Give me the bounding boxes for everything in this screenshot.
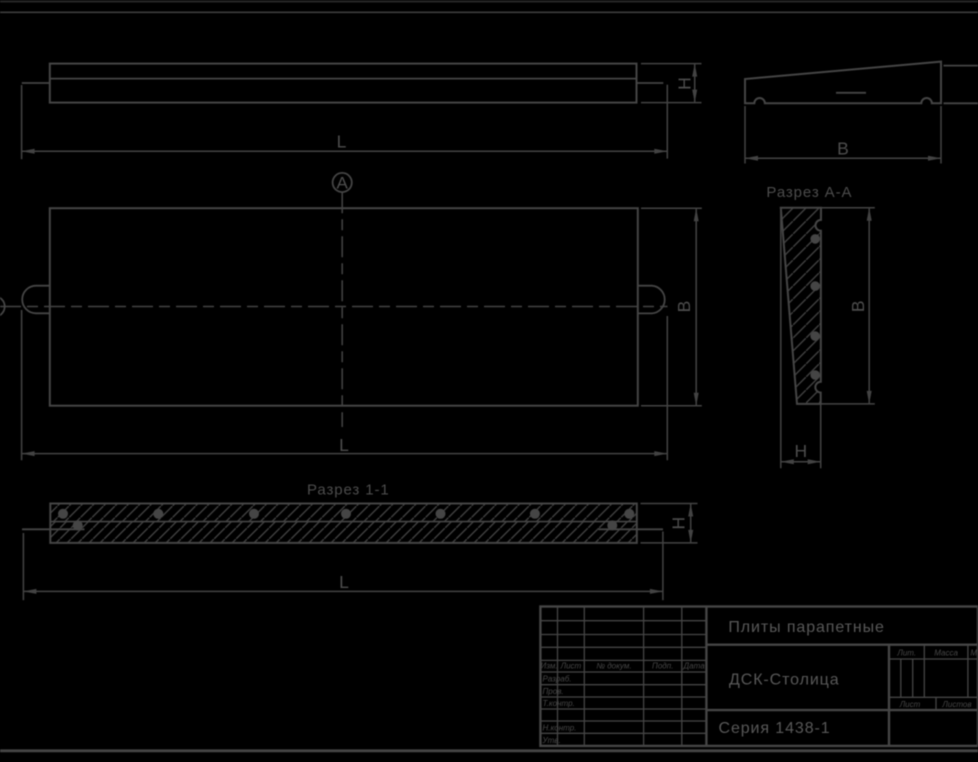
rebar-dots-row (58, 508, 635, 519)
row-razrab: Разраб. (543, 674, 572, 683)
sheets-label: Листов (941, 700, 971, 709)
col-data: Дата (683, 662, 706, 671)
plan-view: А B L (0, 171, 702, 461)
company-name: ДСК-Столица (729, 672, 840, 689)
row-nkontr: Н.контр. (543, 724, 577, 733)
end-view-dim-b: B (744, 106, 942, 164)
section-1-1-dim-l: L (22, 531, 664, 601)
mass-label: Масса (934, 648, 958, 657)
side-view: H L (20, 62, 702, 160)
title-block: Изм. Лист № докум. Подп. Дата Разраб. Пр… (539, 605, 978, 748)
dim-label-h: H (668, 517, 688, 530)
loop-anchor-dot-right (607, 520, 618, 531)
dim-label-b: B (674, 301, 694, 313)
section-1-1-dim-h: H (640, 502, 698, 544)
document-series: Серия 1438-1 (719, 720, 831, 737)
sheet-label: Лист (899, 700, 921, 709)
section-marker-circle (331, 171, 353, 193)
col-podp: Подп. (652, 662, 673, 671)
section-a-a-dim-b: B (820, 207, 875, 405)
rebar-dot (810, 331, 820, 341)
scale-label: Масштаб (970, 648, 978, 657)
col-ndokum: № докум. (596, 662, 631, 671)
title-block-row-labels: Разраб. Пров. Т.контр. Н.контр. Утв. (542, 674, 577, 745)
section-a-a-view: Разрез А-А B H (766, 184, 875, 469)
dim-label-h: H (675, 77, 695, 90)
rebar-dot (810, 370, 820, 380)
lifting-loop-left (21, 284, 50, 315)
lit-label: Лит. (896, 648, 916, 657)
dim-label-b: B (848, 300, 868, 312)
loop-anchor-dot-left (72, 520, 83, 531)
dim-label-b: B (837, 139, 849, 159)
row-utv: Утв. (542, 736, 561, 745)
plan-view-dim-b: B (641, 207, 702, 407)
side-view-dim-l: L (20, 84, 669, 160)
dim-label-h: H (794, 441, 807, 461)
row-tkontr: Т.контр. (543, 699, 575, 708)
section-1-1-outline (49, 502, 638, 544)
end-view: B (744, 60, 978, 164)
end-view-outline (744, 60, 942, 105)
section-1-1-title: Разрез 1-1 (307, 482, 390, 499)
lifting-loop-right (637, 284, 666, 315)
row-prov: Пров. (543, 687, 564, 696)
dim-label-l: L (339, 435, 349, 455)
plan-view-dim-l: L (20, 310, 669, 461)
col-izm: Изм. (540, 662, 557, 671)
side-view-dim-h: H (641, 62, 702, 104)
section-1-1-view: Разрез 1-1 H (22, 482, 698, 601)
dim-label-l: L (339, 572, 349, 592)
product-title: Плиты парапетные (728, 619, 884, 636)
section-1-1-hatch-bottom (50, 521, 637, 543)
section-a-a-outline (779, 206, 823, 405)
dim-label-l: L (337, 132, 347, 152)
title-block-header-labels: Изм. Лист № докум. Подп. Дата (540, 662, 705, 671)
title-block-border (539, 605, 978, 748)
section-marker-letter: А (337, 174, 349, 193)
rebar-dot (810, 234, 820, 244)
section-marker-circle-clipped (0, 296, 6, 317)
rebar-dot (810, 281, 820, 291)
col-list: Лист (560, 662, 582, 671)
section-a-a-title: Разрез А-А (766, 184, 852, 201)
section-a-a-dim-h: H (780, 207, 822, 469)
